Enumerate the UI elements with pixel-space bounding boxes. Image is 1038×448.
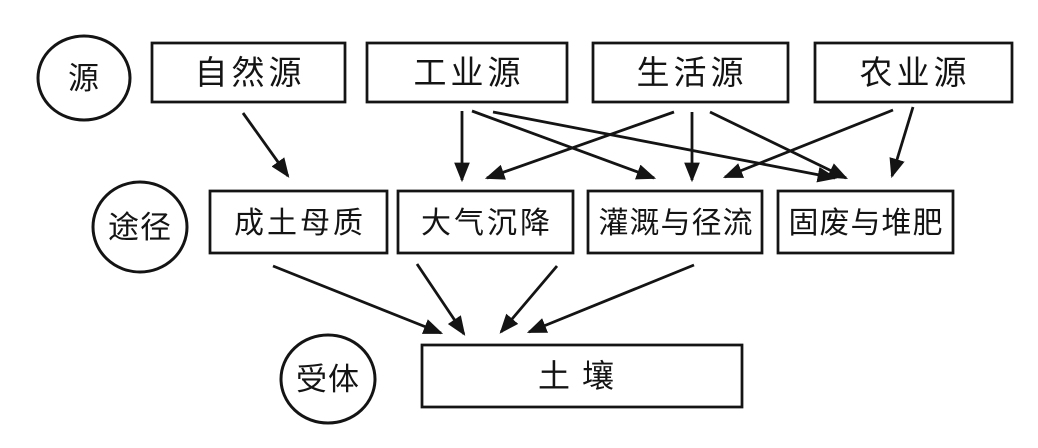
node-parent-material: [208, 189, 389, 255]
pathway-row-label: 途径: [108, 210, 172, 245]
node-solid-waste-compost: [776, 189, 955, 255]
node-irrigation-runoff: [586, 189, 764, 255]
node-atmospheric-deposition: [396, 189, 575, 255]
edge-domestic-to-solid-waste: [709, 110, 849, 180]
edge-agricultural-to-irrigation: [722, 108, 894, 179]
edge-atmospheric-to-soil: [415, 263, 466, 336]
node-industrial-source: [365, 41, 569, 104]
pathway-nodes-layer: 成土母质 大气沉降 灌溉与径流 固废与堆肥: [208, 189, 955, 255]
node-solid-waste-compost-label: 固废与堆肥: [789, 207, 944, 240]
receptor-nodes-layer: 土壤: [420, 343, 744, 409]
node-industrial-source-label: 工业源: [414, 56, 525, 92]
source-row-label: 源: [68, 61, 100, 96]
node-atmospheric-deposition-label: 大气沉降: [421, 207, 553, 240]
receptor-row-label: 受体: [296, 362, 360, 397]
edge-agricultural-to-solid-waste: [889, 106, 915, 179]
node-natural-source-label: 自然源: [195, 55, 306, 92]
node-agricultural-source: [813, 41, 1014, 104]
node-soil-label: 土壤: [538, 358, 626, 394]
edge-industrial-to-solid-waste: [492, 110, 838, 183]
node-agricultural-source-label: 农业源: [860, 55, 971, 92]
edge-irrigation-to-soil: [499, 265, 559, 334]
node-irrigation-runoff-label: 灌溉与径流: [599, 207, 754, 240]
edge-natural-to-parent-material: [241, 112, 290, 178]
node-soil: [420, 343, 744, 409]
edge-solid-waste-to-soil: [526, 263, 695, 334]
node-domestic-source-label: 生活源: [637, 55, 748, 92]
receptor-row-circle: [279, 333, 377, 425]
node-domestic-source: [591, 41, 790, 104]
edge-domestic-to-atmospheric: [484, 110, 675, 180]
node-parent-material-label: 成土母质: [234, 207, 366, 240]
edges-layer: [241, 106, 915, 336]
source-nodes-layer: 自然源 工业源 生活源 农业源: [150, 41, 1014, 104]
pathway-row-circle: [91, 180, 189, 274]
source-row-circle: [36, 34, 132, 122]
row-tags-layer: 源 途径 受体: [36, 34, 377, 425]
edge-parent-material-to-soil: [272, 264, 444, 335]
node-natural-source: [150, 41, 347, 104]
edge-industrial-to-irrigation: [471, 109, 657, 180]
